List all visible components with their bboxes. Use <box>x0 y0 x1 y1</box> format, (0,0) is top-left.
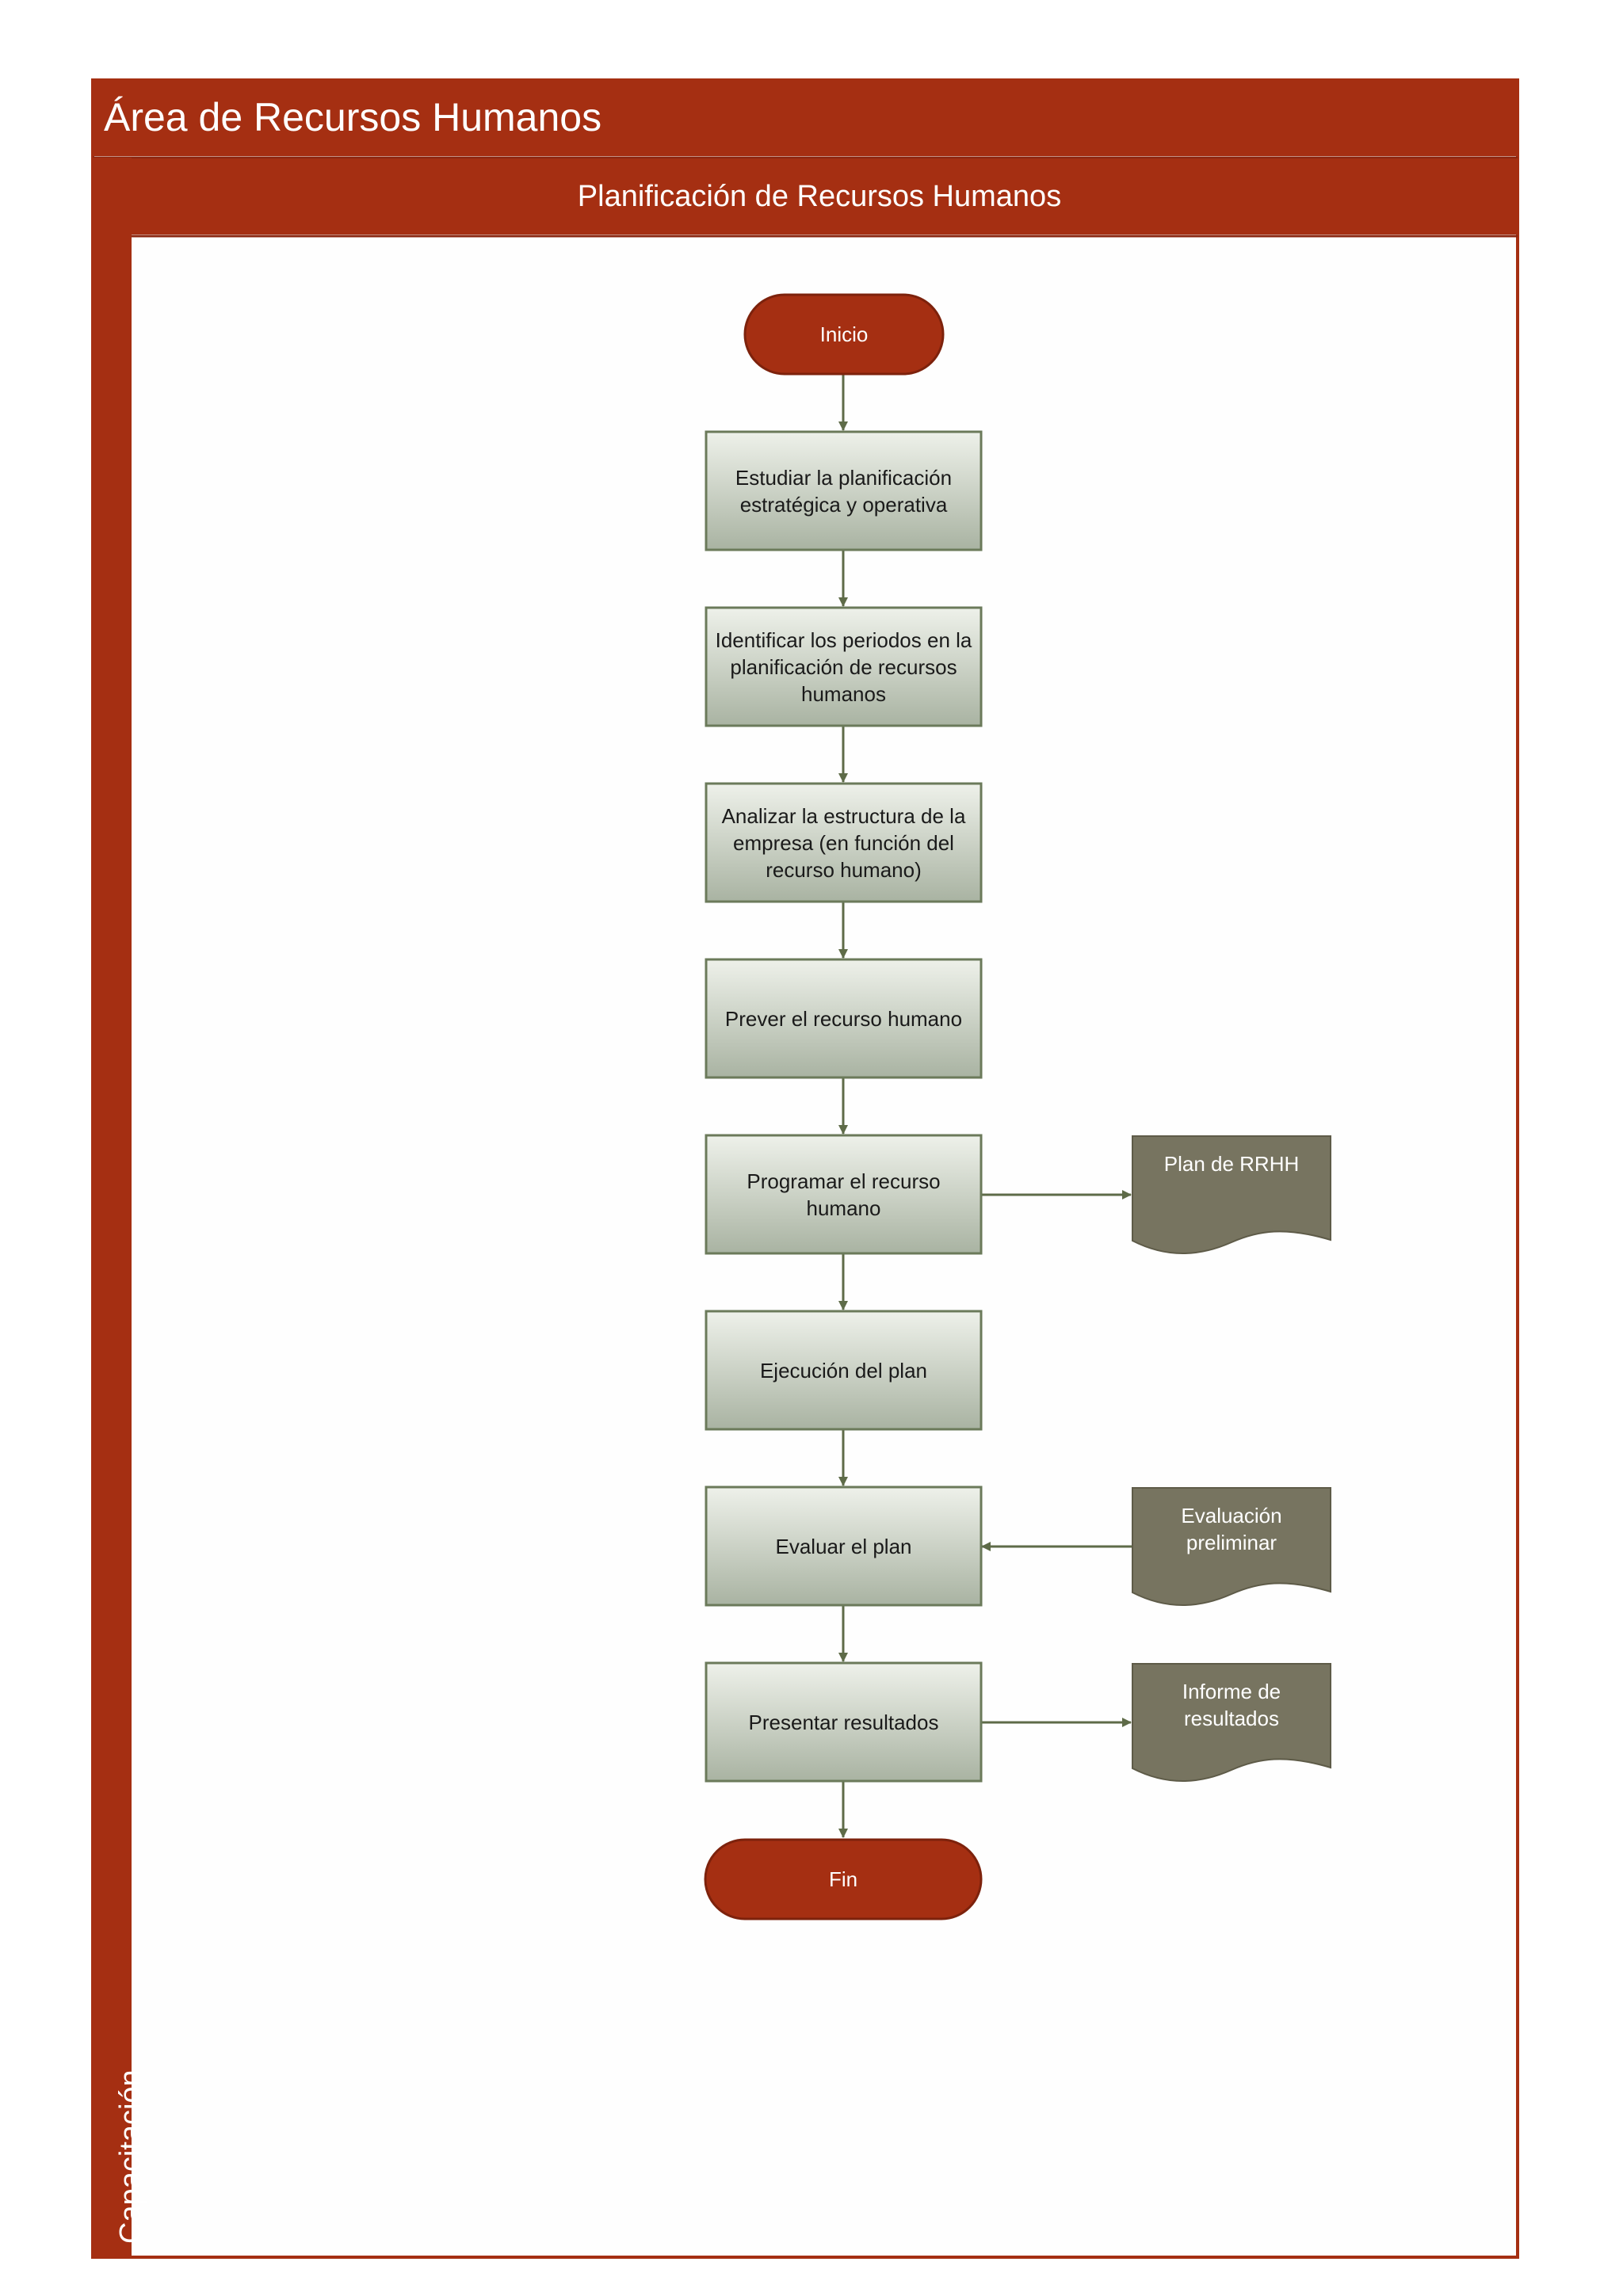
process-step-6[interactable]: Ejecución del plan <box>706 1311 981 1429</box>
process-box-2 <box>705 606 983 727</box>
process-box-5 <box>705 1134 983 1255</box>
process-step-7[interactable]: Evaluar el plan <box>706 1487 981 1605</box>
process-step-4-label: Prever el recurso humano <box>724 1006 963 1031</box>
process-step-1-label: Estudiar la planificación estratégica y … <box>735 465 953 517</box>
process-step-2-label: Identificar los periodos en la planifica… <box>715 627 972 706</box>
document-shape-1 <box>1132 1135 1331 1254</box>
start-node-label: Inicio <box>819 322 869 346</box>
process-step-7-label: Evaluar el plan <box>775 1534 912 1558</box>
process-box-1 <box>705 430 983 551</box>
end-node[interactable]: Fin <box>705 1840 981 1919</box>
pool-header <box>93 80 1518 156</box>
process-step-4[interactable]: Prever el recurso humano <box>706 959 981 1077</box>
end-terminator-shape <box>704 1838 983 1920</box>
start-terminator-shape <box>743 293 945 376</box>
document-shape-3 <box>1132 1663 1331 1782</box>
document-3[interactable]: Informe de resultados <box>1132 1664 1331 1751</box>
document-3-label: Informe de resultados <box>1182 1680 1281 1730</box>
lane-header <box>132 158 1518 235</box>
document-1[interactable]: Plan de RRHH <box>1132 1136 1331 1223</box>
process-step-5[interactable]: Programar el recurso humano <box>706 1135 981 1253</box>
process-box-6 <box>705 1310 983 1431</box>
process-step-8-label: Presentar resultados <box>748 1710 939 1734</box>
process-step-3-label: Analizar la estructura de la empresa (en… <box>721 803 966 882</box>
document-1-label: Plan de RRHH <box>1163 1152 1300 1176</box>
document-2-label: Evaluación preliminar <box>1181 1504 1282 1554</box>
pool-title: Área de Recursos Humanos <box>104 95 602 139</box>
document-shape-2 <box>1132 1487 1331 1606</box>
process-step-2[interactable]: Identificar los periodos en la planifica… <box>706 608 981 726</box>
start-node[interactable]: Inicio <box>745 295 943 374</box>
lane-title: Planificación de Recursos Humanos <box>577 180 1062 213</box>
process-step-8[interactable]: Presentar resultados <box>706 1663 981 1781</box>
process-step-1[interactable]: Estudiar la planificación estratégica y … <box>706 432 981 550</box>
process-step-5-label: Programar el recurso humano <box>747 1169 941 1220</box>
process-box-3 <box>705 782 983 903</box>
process-box-8 <box>705 1661 983 1783</box>
process-box-4 <box>705 958 983 1079</box>
pool-side-band <box>93 158 132 2257</box>
process-step-6-label: Ejecución del plan <box>759 1358 928 1383</box>
process-box-7 <box>705 1486 983 1607</box>
process-step-3[interactable]: Analizar la estructura de la empresa (en… <box>706 784 981 902</box>
document-2[interactable]: Evaluación preliminar <box>1132 1488 1331 1575</box>
end-node-label: Fin <box>828 1867 858 1891</box>
pool-side-label: Capacitación <box>114 2069 147 2244</box>
